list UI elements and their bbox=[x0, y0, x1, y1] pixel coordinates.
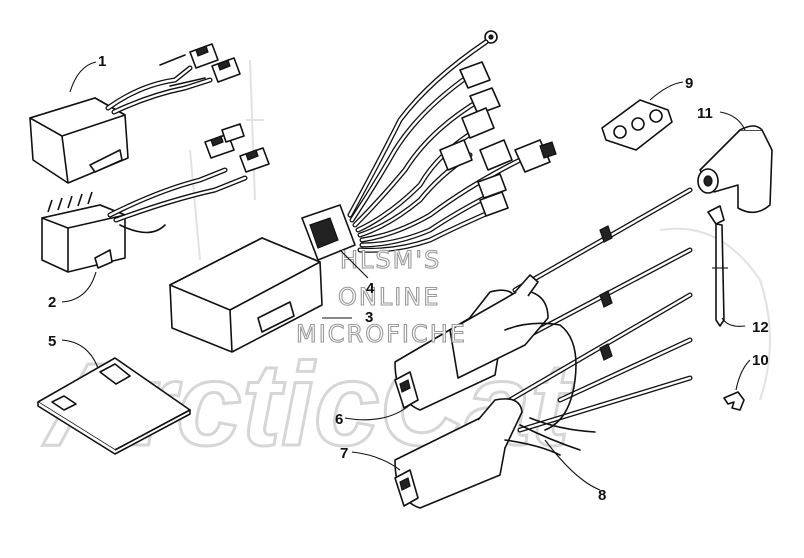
watermark-line-2: ONLINE bbox=[338, 283, 440, 311]
background-ghost-lines bbox=[189, 59, 771, 401]
callout-3: 3 bbox=[365, 309, 373, 326]
part-10-clip bbox=[723, 391, 745, 411]
callout-9: 9 bbox=[685, 75, 693, 92]
callout-2: 2 bbox=[48, 294, 56, 311]
watermark-line-3: MICROFICHE bbox=[296, 320, 467, 348]
callout-1: 1 bbox=[98, 53, 106, 70]
part-8-coil-wire bbox=[519, 417, 596, 451]
leader-lines bbox=[61, 61, 751, 491]
part-5-decal-pad bbox=[37, 357, 191, 455]
part-7-ignition-coil bbox=[394, 398, 561, 509]
callout-12: 12 bbox=[752, 319, 769, 336]
callout-7: 7 bbox=[340, 445, 348, 462]
part-1-cdi-module bbox=[29, 43, 241, 184]
callout-8: 8 bbox=[598, 487, 606, 504]
callout-11: 11 bbox=[697, 105, 713, 122]
part-11-spark-plug-cap bbox=[697, 125, 773, 214]
high-tension-leads bbox=[507, 187, 693, 433]
callout-5: 5 bbox=[48, 333, 56, 350]
part-3-control-box bbox=[169, 237, 323, 353]
part-4-main-wiring-harness bbox=[301, 30, 557, 261]
callout-labels: 1 2 3 4 5 6 7 8 9 10 11 12 bbox=[48, 53, 769, 504]
site-watermark: HLSM'S ONLINE MICROFICHE bbox=[295, 245, 467, 348]
part-6-ignition-coil bbox=[394, 274, 577, 431]
part-12-cable-tie bbox=[707, 205, 728, 327]
part-9-wire-separator bbox=[601, 99, 673, 151]
watermark-line-1: HLSM'S bbox=[340, 246, 441, 274]
part-2-voltage-regulator bbox=[41, 123, 270, 273]
callout-10: 10 bbox=[752, 352, 769, 369]
callout-6: 6 bbox=[335, 411, 343, 428]
callout-4: 4 bbox=[366, 280, 375, 297]
